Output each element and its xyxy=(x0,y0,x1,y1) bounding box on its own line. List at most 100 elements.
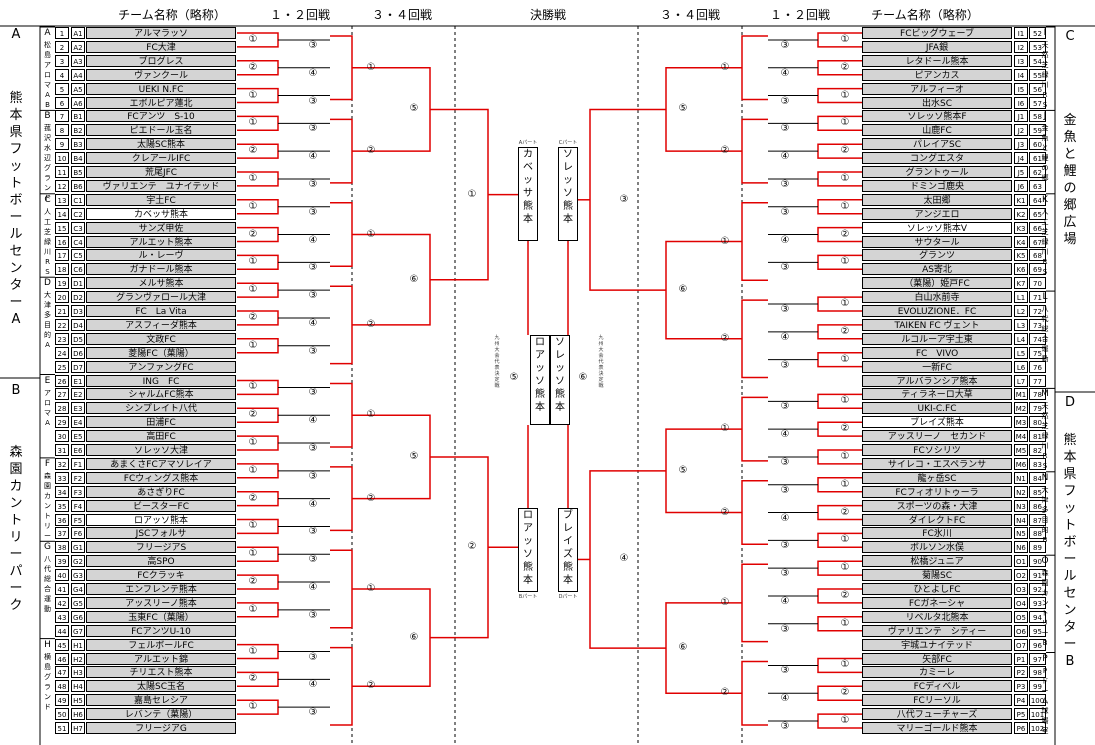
team-code: E5 xyxy=(71,430,85,443)
team-name: ソレッソ熊本V xyxy=(862,221,1012,234)
team-name: 宇土FC xyxy=(86,193,236,206)
team-code: K7 xyxy=(1014,277,1028,290)
team-number: 101 xyxy=(1029,708,1046,721)
round2-bracket xyxy=(741,660,768,726)
match-number: ④ xyxy=(308,151,318,163)
match-number: ① xyxy=(840,172,850,184)
match-number: ② xyxy=(248,311,258,323)
match-number: ③ xyxy=(308,262,318,274)
match-number: ① xyxy=(840,353,850,365)
team-number: 29 xyxy=(55,416,69,429)
team-code: L4 xyxy=(1014,332,1028,345)
match-number: ③ xyxy=(308,651,318,663)
semifinal-box-b: ロ ア ッ ソ 熊 本 xyxy=(518,508,538,592)
group-letter: O xyxy=(1041,556,1049,567)
team-code: O6 xyxy=(1014,624,1028,637)
team-name: 龍ヶ岳SC xyxy=(862,471,1012,484)
team-name: アルエット熊本 xyxy=(86,235,236,248)
match-number: ② xyxy=(467,541,477,553)
team-number: 30 xyxy=(55,430,69,443)
round2-bracket xyxy=(330,646,353,726)
match-number: ② xyxy=(248,673,258,685)
team-code: O3 xyxy=(1014,583,1028,595)
team-code: B5 xyxy=(71,166,85,178)
match-number: ⑤ xyxy=(678,464,688,476)
team-code: G4 xyxy=(71,583,85,595)
team-code: A3 xyxy=(71,54,85,67)
team-name: AS寄北 xyxy=(862,263,1012,276)
team-code: C6 xyxy=(71,263,85,276)
team-number: 53 xyxy=(1029,40,1046,53)
team-number: 23 xyxy=(55,332,69,345)
team-number: 93 xyxy=(1029,596,1046,609)
team-code: F2 xyxy=(71,471,85,484)
team-code: G1 xyxy=(71,541,85,554)
team-number: 75 xyxy=(1029,346,1046,359)
match-number: ① xyxy=(366,583,376,594)
match-number: ③ xyxy=(780,95,790,107)
team-number: 38 xyxy=(55,541,69,554)
team-name: 田浦FC xyxy=(86,416,236,429)
match-number: ③ xyxy=(780,304,790,316)
match-number: ③ xyxy=(308,206,318,218)
team-number: 3 xyxy=(55,54,69,67)
match-number: ④ xyxy=(308,67,318,79)
team-code: H7 xyxy=(71,722,85,734)
team-name: FC VIVO xyxy=(862,346,1012,359)
team-name: 太田郷 xyxy=(862,193,1012,206)
header-round34-right: ３・４回戦 xyxy=(659,8,721,22)
group-venue: 松 島 ア ロ マ A B xyxy=(44,41,51,109)
team-number: 61 xyxy=(1029,152,1046,165)
team-number: 86 xyxy=(1029,499,1046,512)
team-name: 高田FC xyxy=(86,430,236,443)
team-name: アンファングFC xyxy=(86,360,236,373)
team-code: M4 xyxy=(1014,430,1028,443)
match-number: ③ xyxy=(780,484,790,496)
team-number: 62 xyxy=(1029,166,1046,178)
match-number: ① xyxy=(248,117,258,129)
team-code: M2 xyxy=(1014,402,1028,415)
team-name: グランヴァロール大津 xyxy=(86,291,236,304)
team-name: ボルソン水俣 xyxy=(862,541,1012,554)
team-name: ブログレス xyxy=(86,54,236,67)
team-name: ヴァンクール xyxy=(86,68,236,81)
team-number: 81 xyxy=(1029,430,1046,443)
semifinal-box-c: ソ レ ッ ソ 熊 本 xyxy=(558,147,578,241)
team-name: 矢部FC xyxy=(862,652,1012,665)
match-number: ① xyxy=(248,645,258,657)
team-code: N4 xyxy=(1014,513,1028,526)
team-code: B6 xyxy=(71,179,85,192)
team-code: J1 xyxy=(1014,110,1028,123)
team-code: L5 xyxy=(1014,346,1028,359)
team-name: フリージアG xyxy=(86,722,236,734)
match-number: ③ xyxy=(308,290,318,302)
match-number: ① xyxy=(366,228,376,240)
team-code: G6 xyxy=(71,610,85,623)
team-number: 58 xyxy=(1029,110,1046,123)
team-number: 13 xyxy=(55,193,69,206)
team-name: UEKI N.FC xyxy=(86,82,236,95)
team-name: 文政FC xyxy=(86,332,236,345)
team-code: C5 xyxy=(71,249,85,262)
team-name: 宇城ユナイテッド xyxy=(862,638,1012,651)
team-name: FCフィオリトゥーラ xyxy=(862,485,1012,498)
group-venue: 天 然 芝 緑 川 R S xyxy=(1041,402,1049,471)
team-number: 57 xyxy=(1029,96,1046,109)
team-name: パレイアSC xyxy=(862,138,1012,151)
team-code: G2 xyxy=(71,555,85,568)
match-number: ③ xyxy=(780,178,790,190)
team-name: レバンテ（菓陽） xyxy=(86,708,236,721)
team-code: L1 xyxy=(1014,291,1028,304)
part-label-c: Cパート xyxy=(558,140,578,146)
team-name: 松橋ジュニア xyxy=(862,555,1012,568)
team-code: H3 xyxy=(71,666,85,679)
team-number: 72 xyxy=(1029,305,1046,317)
team-name: FC大津 xyxy=(86,40,236,53)
team-code: B1 xyxy=(71,110,85,123)
match-number: ① xyxy=(248,437,258,449)
group-venue: 森 園 カ ン ト リ ー xyxy=(44,471,51,540)
team-code: N6 xyxy=(1014,541,1028,554)
match-number: ① xyxy=(366,61,376,73)
team-number: 10 xyxy=(55,152,69,165)
